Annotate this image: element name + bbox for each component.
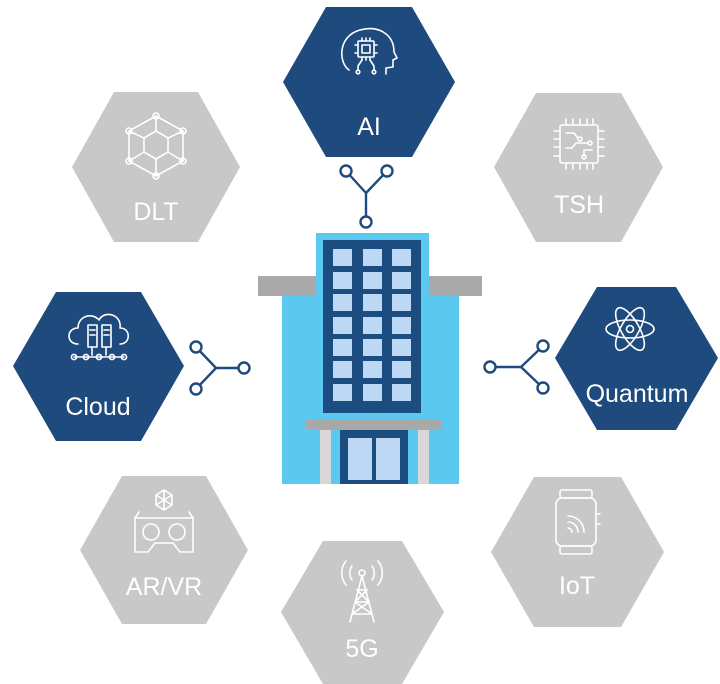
- building-door-right: [376, 438, 400, 480]
- connector-ai: [339, 164, 394, 229]
- hex-ai: [283, 7, 455, 157]
- antenna-tower-icon: [340, 560, 384, 623]
- node-label-quantum: Quantum: [586, 380, 689, 408]
- hex-tsh: [494, 93, 663, 242]
- hex-cloud: [13, 292, 184, 441]
- node-5g[interactable]: 5G: [281, 541, 444, 684]
- node-label-iot: IoT: [559, 572, 595, 600]
- building-pillar-left: [320, 430, 331, 484]
- node-tsh[interactable]: TSH: [494, 93, 663, 242]
- node-label-dlt: DLT: [133, 198, 178, 226]
- node-cloud[interactable]: Cloud: [13, 292, 184, 441]
- node-arvr[interactable]: AR/VR: [80, 476, 248, 624]
- building-windows: [333, 249, 411, 401]
- ai-head-chip-icon: [341, 27, 398, 75]
- hex-5g: [281, 541, 444, 684]
- node-label-5g: 5G: [345, 635, 378, 663]
- chip-circuit-icon: [553, 118, 605, 170]
- node-label-tsh: TSH: [554, 191, 604, 219]
- building-pillar-right: [418, 430, 429, 484]
- vr-headset-icon: [134, 489, 194, 553]
- building-door-left: [348, 438, 372, 480]
- node-label-cloud: Cloud: [65, 393, 130, 421]
- atom-icon: [605, 306, 655, 352]
- hex-quantum: [555, 287, 718, 430]
- connector-quantum: [483, 339, 550, 395]
- node-iot[interactable]: IoT: [491, 477, 664, 627]
- node-ai[interactable]: AI: [283, 7, 455, 157]
- cloud-servers-icon: [68, 313, 130, 361]
- blockchain-cube-icon: [125, 112, 187, 180]
- office-building-icon: [258, 233, 482, 484]
- node-quantum[interactable]: Quantum: [555, 287, 718, 430]
- building-canopy: [306, 419, 442, 430]
- hex-iot: [491, 477, 664, 627]
- node-dlt[interactable]: DLT: [72, 92, 240, 242]
- node-label-ai: AI: [357, 113, 381, 141]
- connector-cloud: [189, 340, 251, 396]
- node-label-arvr: AR/VR: [126, 573, 202, 601]
- smartwatch-icon: [555, 489, 601, 555]
- hex-arvr: [80, 476, 248, 624]
